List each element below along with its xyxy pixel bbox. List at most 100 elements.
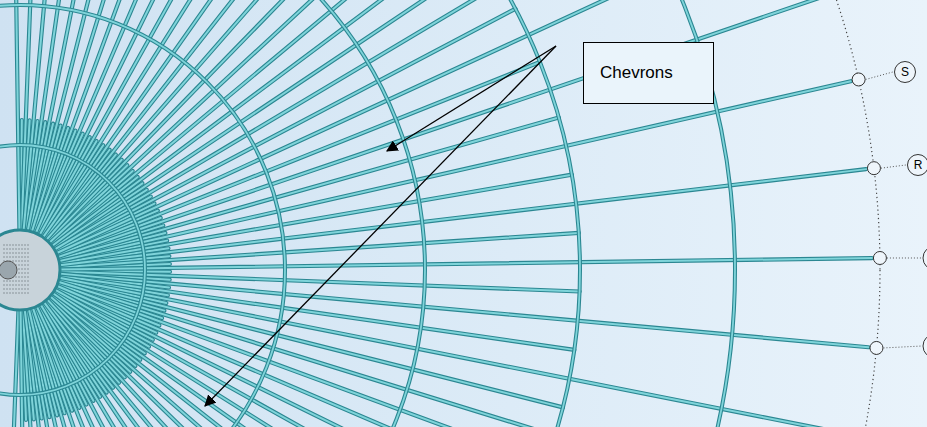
callout-label: Chevrons <box>600 63 713 83</box>
member-fill <box>50 296 661 427</box>
ring-member <box>0 0 425 427</box>
rib <box>33 308 295 427</box>
hub-hatch <box>25 244 26 296</box>
grid-bubble <box>923 334 927 358</box>
member-fill <box>60 258 872 269</box>
grid-bubble: R <box>907 154 927 176</box>
ring-fill <box>0 0 735 427</box>
bubble-tie <box>887 257 922 258</box>
rib <box>60 274 869 348</box>
member-outline <box>37 306 378 427</box>
rib <box>47 299 599 427</box>
callout-box: Chevrons <box>583 42 714 104</box>
member-outline <box>54 0 751 250</box>
grid-node-bubble <box>870 341 883 354</box>
member-fill <box>44 302 530 427</box>
ring-member <box>0 5 285 427</box>
member-outline <box>56 0 793 253</box>
member-fill <box>60 169 866 265</box>
member-fill <box>37 306 378 427</box>
rib <box>55 9 515 252</box>
ring-outline <box>0 5 285 427</box>
ring-outline <box>0 145 145 395</box>
rib <box>54 0 751 250</box>
ring-member <box>0 145 145 395</box>
member-fill <box>57 286 803 427</box>
member-outline <box>44 302 530 427</box>
grid-node-bubble <box>873 251 886 264</box>
hub-hatch <box>22 244 23 296</box>
ring-outline <box>0 0 735 427</box>
rib <box>53 293 717 427</box>
grid-label: R <box>914 158 923 172</box>
member-outline <box>0 310 18 427</box>
member-outline <box>57 286 803 427</box>
ring-fill <box>0 145 145 395</box>
member-fill <box>33 308 295 427</box>
member-outline <box>55 290 764 427</box>
rib <box>29 309 209 427</box>
member-fill <box>56 0 793 253</box>
ring-member <box>0 0 735 427</box>
rib <box>37 306 378 427</box>
ring-outline <box>0 0 580 427</box>
member-fill <box>53 293 717 427</box>
rib <box>0 310 18 427</box>
member-outline <box>8 0 19 230</box>
bubble-tie <box>883 346 922 348</box>
member-outline <box>60 169 866 265</box>
member-fill <box>54 0 751 250</box>
grid-arc <box>0 0 880 427</box>
rib <box>60 258 872 269</box>
rib <box>57 286 803 427</box>
member-fill <box>0 310 18 427</box>
ring-fill <box>0 0 580 427</box>
member-outline <box>60 274 869 348</box>
bubble-tie <box>881 165 906 168</box>
rib <box>55 290 764 427</box>
member-fill <box>57 62 540 255</box>
ring-member <box>0 0 580 427</box>
hub-core <box>0 261 17 279</box>
grid-bubbles <box>852 72 927 427</box>
hub-ring <box>0 230 60 310</box>
hub <box>0 230 60 310</box>
member-outline <box>55 9 515 252</box>
member-outline <box>60 258 872 269</box>
grid-label: S <box>901 65 909 79</box>
grid-bubble: S <box>894 61 916 83</box>
member-outline <box>57 62 540 255</box>
bubble-tie <box>866 72 893 79</box>
member-fill <box>25 310 121 427</box>
hub-hatch <box>28 244 29 296</box>
grid-lines <box>0 0 880 427</box>
rib <box>60 169 866 265</box>
member-outline <box>50 296 661 427</box>
grid-bubble <box>923 246 927 270</box>
leader-arrow <box>205 46 556 406</box>
member-fill <box>55 9 515 252</box>
member-fill <box>60 274 869 348</box>
rib <box>50 296 661 427</box>
member-fill <box>29 309 209 427</box>
member-fill <box>21 310 32 427</box>
ring-fill <box>0 5 285 427</box>
hub-hatch <box>19 244 20 296</box>
member-outline <box>47 299 599 427</box>
ring-fill <box>0 0 425 427</box>
member-outline <box>33 308 295 427</box>
rib <box>8 0 19 230</box>
member-outline <box>21 310 32 427</box>
rib <box>57 62 540 255</box>
rib <box>25 310 121 427</box>
ring-outline <box>0 0 425 427</box>
member-outline <box>29 309 209 427</box>
member-fill <box>47 299 599 427</box>
member-fill <box>55 290 764 427</box>
rib <box>44 302 530 427</box>
grid-node-bubble <box>867 162 880 175</box>
member-fill <box>8 0 19 230</box>
